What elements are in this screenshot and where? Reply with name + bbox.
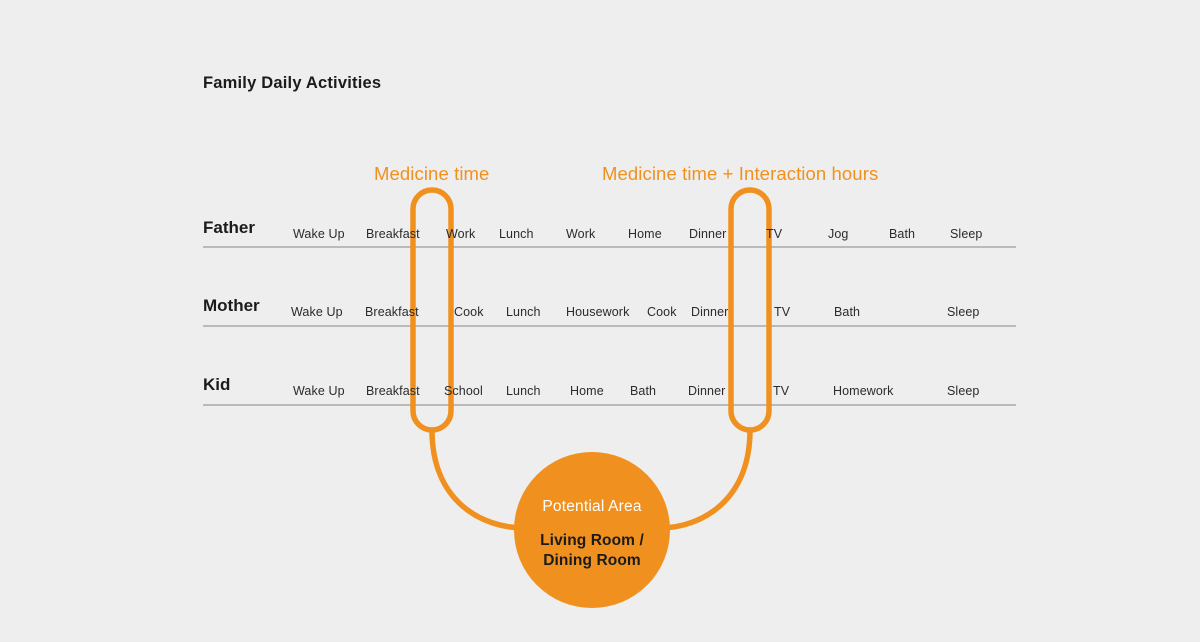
row-label-father: Father — [203, 218, 255, 237]
activity-father-1: Breakfast — [366, 227, 420, 241]
activity-mother-2: Cook — [454, 305, 484, 319]
page-title: Family Daily Activities — [203, 74, 382, 92]
potential-area-circle[interactable] — [514, 452, 670, 608]
activity-father-6: Dinner — [689, 227, 727, 241]
activity-father-4: Work — [566, 227, 596, 241]
row-label-kid: Kid — [203, 375, 231, 394]
potential-area-title-line1: Living Room / — [540, 532, 644, 549]
activity-father-3: Lunch — [499, 227, 534, 241]
activity-kid-7: TV — [773, 384, 790, 398]
activity-kid-9: Sleep — [947, 384, 980, 398]
activity-mother-0: Wake Up — [291, 305, 343, 319]
potential-area-kicker: Potential Area — [542, 498, 642, 515]
activity-mother-9: Sleep — [947, 305, 980, 319]
activity-kid-6: Dinner — [688, 384, 726, 398]
activity-mother-1: Breakfast — [365, 305, 419, 319]
activity-father-2: Work — [446, 227, 476, 241]
activity-father-10: Sleep — [950, 227, 983, 241]
activity-mother-5: Cook — [647, 305, 677, 319]
potential-area-title-line2: Dining Room — [543, 552, 641, 569]
activity-kid-0: Wake Up — [293, 384, 345, 398]
activity-father-8: Jog — [828, 227, 849, 241]
activity-mother-3: Lunch — [506, 305, 541, 319]
potential-area-title: Living Room / Dining Room — [492, 531, 692, 571]
activity-kid-1: Breakfast — [366, 384, 420, 398]
activity-kid-2: School — [444, 384, 483, 398]
timeline-row-mother: Mother Wake Up Breakfast Cook Lunch Housewor… — [203, 296, 1016, 336]
callout-label-medicine-interaction: Medicine time + Interaction hours — [602, 163, 879, 184]
row-label-mother: Mother — [203, 296, 260, 315]
activity-mother-8: Bath — [834, 305, 861, 319]
activity-father-7: TV — [766, 227, 783, 241]
callout-label-medicine-time: Medicine time — [374, 163, 490, 184]
activity-mother-7: TV — [774, 305, 791, 319]
activity-father-0: Wake Up — [293, 227, 345, 241]
timeline-row-father: Father Wake Up Breakfast Work Lunch Work Home… — [203, 218, 1016, 258]
activity-kid-4: Home — [570, 384, 604, 398]
activity-kid-8: Homework — [833, 384, 894, 398]
activity-mother-6: Dinner — [691, 305, 729, 319]
activity-father-9: Bath — [889, 227, 916, 241]
timeline-row-kid: Kid Wake Up Breakfast School Lunch Home Bath D… — [203, 375, 1016, 415]
activity-kid-5: Bath — [630, 384, 657, 398]
activity-mother-4: Housework — [566, 305, 630, 319]
activity-kid-3: Lunch — [506, 384, 541, 398]
activity-father-5: Home — [628, 227, 662, 241]
